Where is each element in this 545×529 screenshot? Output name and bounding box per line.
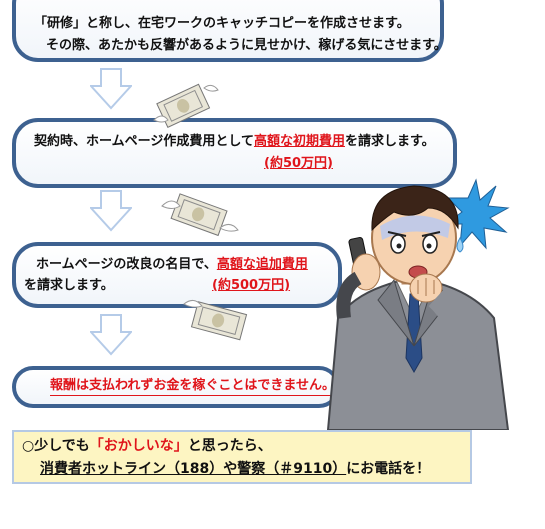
worried-man-on-phone-illustration [326,178,510,430]
notice-quote: 「おかしいな」 [89,438,188,454]
notice-box: ○少しでも「おかしいな」と思ったら、 消費者ホットライン（188）や警察（＃91… [12,430,472,484]
step-1-line-1: 「研修」と称し、在宅ワークのキャッチコピーを作成させます。 [34,16,410,31]
step-3-amount: (約500万円) [212,278,291,293]
flying-money-icon [183,300,248,341]
flying-money-icon [153,83,219,129]
step-2-tail: を請求します。 [344,134,435,149]
notice-prefix: ○少しでも [22,438,90,454]
step-4-box: 報酬は支払われずお金を稼ぐことはできません。 [12,366,340,408]
flying-money-icon [161,193,239,237]
step-3-text: ホームページの改良の名目で、 [36,257,217,272]
step-2-text: 契約時、ホームページ作成費用として [34,134,254,149]
step-2-amount: (約50万円) [264,156,333,171]
down-arrow-icon [90,68,132,110]
notice-tail: にお電話を！ [346,461,431,477]
step-1-line-2: その際、あたかも反響があるように見せかけ、稼げる気にさせます。 [46,38,447,53]
step-3-tail: を請求します。 [24,278,114,293]
notice-hotline: 消費者ホットライン（188）や警察（＃9110） [40,461,347,477]
notice-mid: と思ったら、 [187,438,272,454]
step-1-box: 「研修」と称し、在宅ワークのキャッチコピーを作成させます。 その際、あたかも反響… [12,0,447,62]
step-2-highlight: 高額な初期費用 [253,134,345,149]
step-2-box: 契約時、ホームページ作成費用として高額な初期費用を請求します。 (約50万円) [12,118,457,188]
down-arrow-icon [90,190,132,232]
down-arrow-icon [90,314,132,356]
step-3-highlight: 高額な追加費用 [216,257,308,272]
step-4-text: 報酬は支払われずお金を稼ぐことはできません。 [50,377,335,396]
step-3-box: ホームページの改良の名目で、高額な追加費用 を請求します。 (約500万円) [12,242,342,308]
